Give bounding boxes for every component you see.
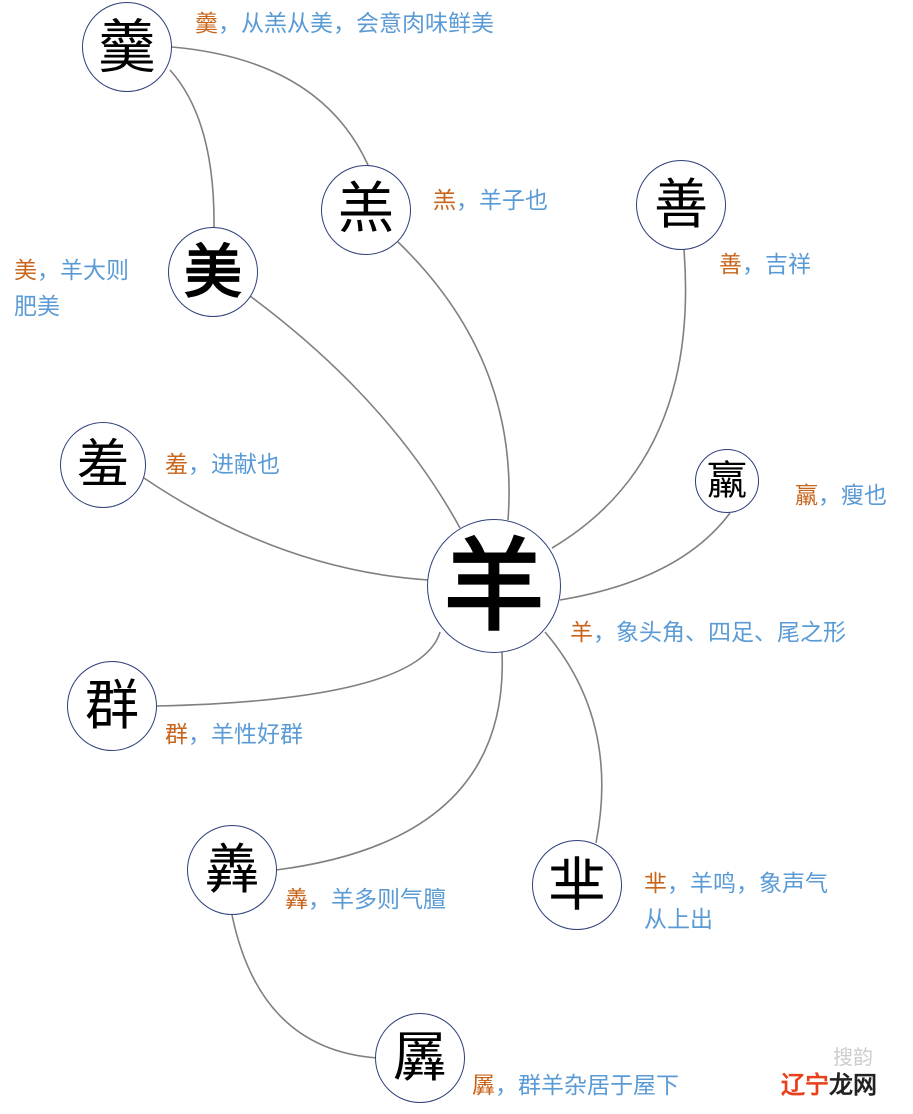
- label-mi: 芈，羊鸣，象声气从上出: [644, 871, 828, 933]
- label-qun: 群，羊性好群: [165, 722, 303, 748]
- label-geng: 羹，从羔从美，会意肉味鲜美: [195, 11, 494, 37]
- node-mei: 美: [168, 227, 258, 317]
- label-mei: 美，羊大则肥美: [14, 258, 129, 320]
- link-geng-mei: [169, 69, 215, 228]
- label-gao: 羔，羊子也: [433, 188, 548, 214]
- node-chan: 羼: [375, 1013, 465, 1103]
- link-qun-center: [156, 631, 441, 707]
- link-gao-center: [397, 241, 510, 521]
- node-qun: 群: [67, 661, 157, 751]
- label-center: 羊，象头角、四足、尾之形: [570, 620, 846, 646]
- label-xiu: 羞，进献也: [165, 452, 280, 478]
- link-xiu-center: [143, 477, 429, 581]
- link-shan-center: [551, 249, 687, 549]
- watermark-logo: 辽宁龙网: [781, 1071, 877, 1099]
- label-lei: 羸，瘦也: [795, 483, 887, 509]
- node-lei: 羸: [695, 449, 759, 513]
- link-shan2-center: [275, 651, 503, 871]
- link-lei-center: [559, 512, 731, 601]
- link-mi-center: [544, 631, 603, 844]
- label-shan2: 羴，羊多则气膻: [285, 887, 446, 913]
- link-geng-gao: [171, 46, 369, 166]
- node-shan2: 羴: [187, 825, 277, 915]
- link-shan2-chan: [231, 914, 379, 1059]
- label-shan: 善，吉祥: [719, 252, 811, 278]
- node-shan: 善: [636, 160, 726, 250]
- node-mi: 芈: [532, 840, 622, 930]
- link-mei-center: [249, 295, 461, 529]
- node-geng: 羹: [82, 2, 172, 92]
- watermark-souyun: 搜韵: [833, 1045, 873, 1069]
- node-center-yang: 羊: [427, 519, 561, 653]
- node-xiu: 羞: [60, 422, 146, 508]
- label-chan: 羼，群羊杂居于屋下: [472, 1073, 679, 1099]
- node-gao: 羔: [321, 165, 411, 255]
